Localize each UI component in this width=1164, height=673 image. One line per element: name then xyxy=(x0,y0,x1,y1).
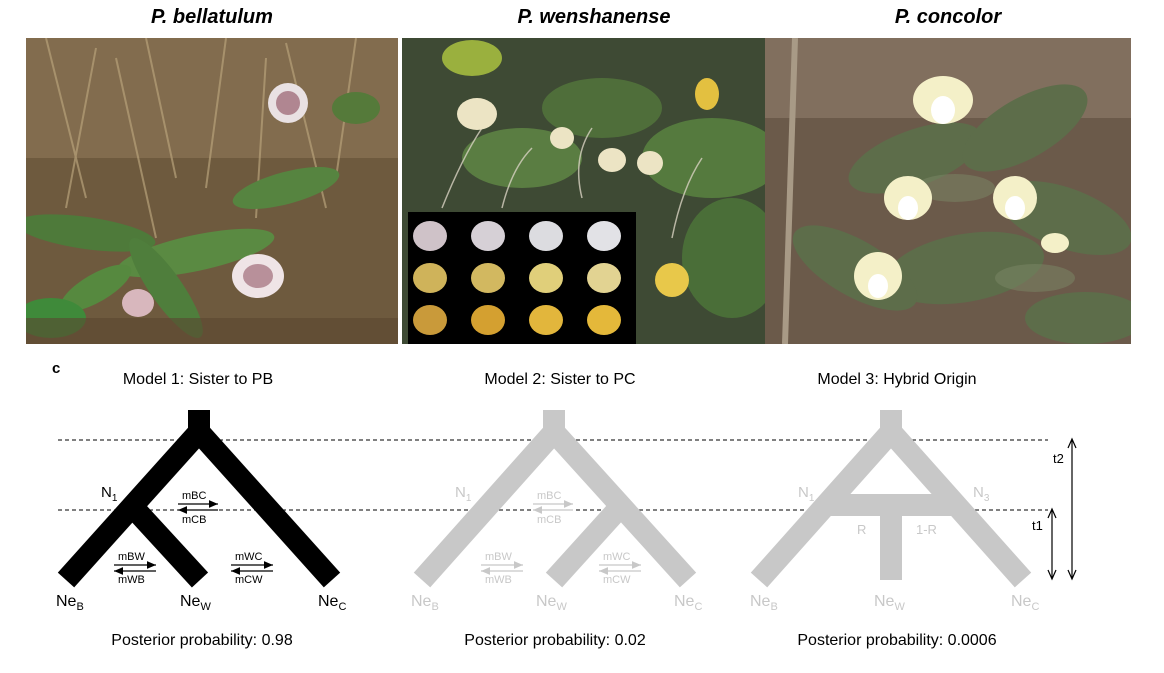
m1-mCW-label: mCW xyxy=(235,574,263,586)
species-title-bellatulum: P. bellatulum xyxy=(151,6,273,28)
m1-mWC-label: mWC xyxy=(235,551,263,563)
inset-flower xyxy=(471,221,505,251)
model-2-posterior: Posterior probability: 0.02 xyxy=(464,632,646,649)
inset-flower xyxy=(529,263,563,293)
photo-bellatulum xyxy=(26,38,398,344)
inset-flower xyxy=(587,221,621,251)
m2-mCW-label: mCW xyxy=(603,574,631,586)
model-1-tree xyxy=(57,410,341,588)
m2-mBC-label: mBC xyxy=(537,490,562,502)
model-3-tree xyxy=(750,410,1032,588)
m3-n1-label: N1 xyxy=(798,484,815,504)
m3-neC-label: NeC xyxy=(1011,593,1039,613)
inset-flower xyxy=(529,221,563,251)
model-diagrams: N1 mBC mCB mBW mWB mWC mCW NeB NeW NeC N… xyxy=(56,410,1077,613)
panel-letter: c xyxy=(52,360,61,377)
inset-flower xyxy=(587,263,621,293)
model-3-title: Model 3: Hybrid Origin xyxy=(817,371,977,388)
photo-concolor xyxy=(765,38,1131,344)
species-title-concolor: P. concolor xyxy=(894,6,1002,28)
m1-neC-label: NeC xyxy=(318,593,346,613)
m2-mWC-label: mWC xyxy=(603,551,631,563)
m1-neB-label: NeB xyxy=(56,593,84,613)
inset-flower xyxy=(413,305,447,335)
m3-1minusr-label: 1-R xyxy=(916,522,937,537)
inset-flower xyxy=(413,221,447,251)
t2-label: t2 xyxy=(1053,451,1064,466)
photo-wenshanense xyxy=(402,38,786,344)
inset-flower xyxy=(471,305,505,335)
m1-n1-label: N1 xyxy=(101,484,118,504)
m2-n1-label: N1 xyxy=(455,484,472,504)
inset-flower xyxy=(587,305,621,335)
m2-mWB-label: mWB xyxy=(485,574,512,586)
model-2-tree xyxy=(413,410,697,588)
m1-neW-label: NeW xyxy=(180,593,211,613)
m3-neW-label: NeW xyxy=(874,593,905,613)
m1-mCB-label: mCB xyxy=(182,514,206,526)
m2-neC-label: NeC xyxy=(674,593,702,613)
m1-mBC-label: mBC xyxy=(182,490,207,502)
inset-flower xyxy=(471,263,505,293)
t1-label: t1 xyxy=(1032,518,1043,533)
species-title-wenshanense: P. wenshanense xyxy=(517,6,671,28)
m1-mWB-label: mWB xyxy=(118,574,145,586)
model-1-posterior: Posterior probability: 0.98 xyxy=(111,632,293,649)
inset-flower xyxy=(413,263,447,293)
model-3-posterior: Posterior probability: 0.0006 xyxy=(797,632,997,649)
m3-n3-label: N3 xyxy=(973,484,990,504)
inset-flower xyxy=(529,305,563,335)
m2-neB-label: NeB xyxy=(411,593,439,613)
model-1-title: Model 1: Sister to PB xyxy=(122,371,274,388)
m2-mBW-label: mBW xyxy=(485,551,513,563)
m3-r-label: R xyxy=(857,522,866,537)
model-2-title: Model 2: Sister to PC xyxy=(484,371,636,388)
m2-neW-label: NeW xyxy=(536,593,567,613)
m3-neB-label: NeB xyxy=(750,593,778,613)
m1-mBW-label: mBW xyxy=(118,551,146,563)
m2-mCB-label: mCB xyxy=(537,514,561,526)
